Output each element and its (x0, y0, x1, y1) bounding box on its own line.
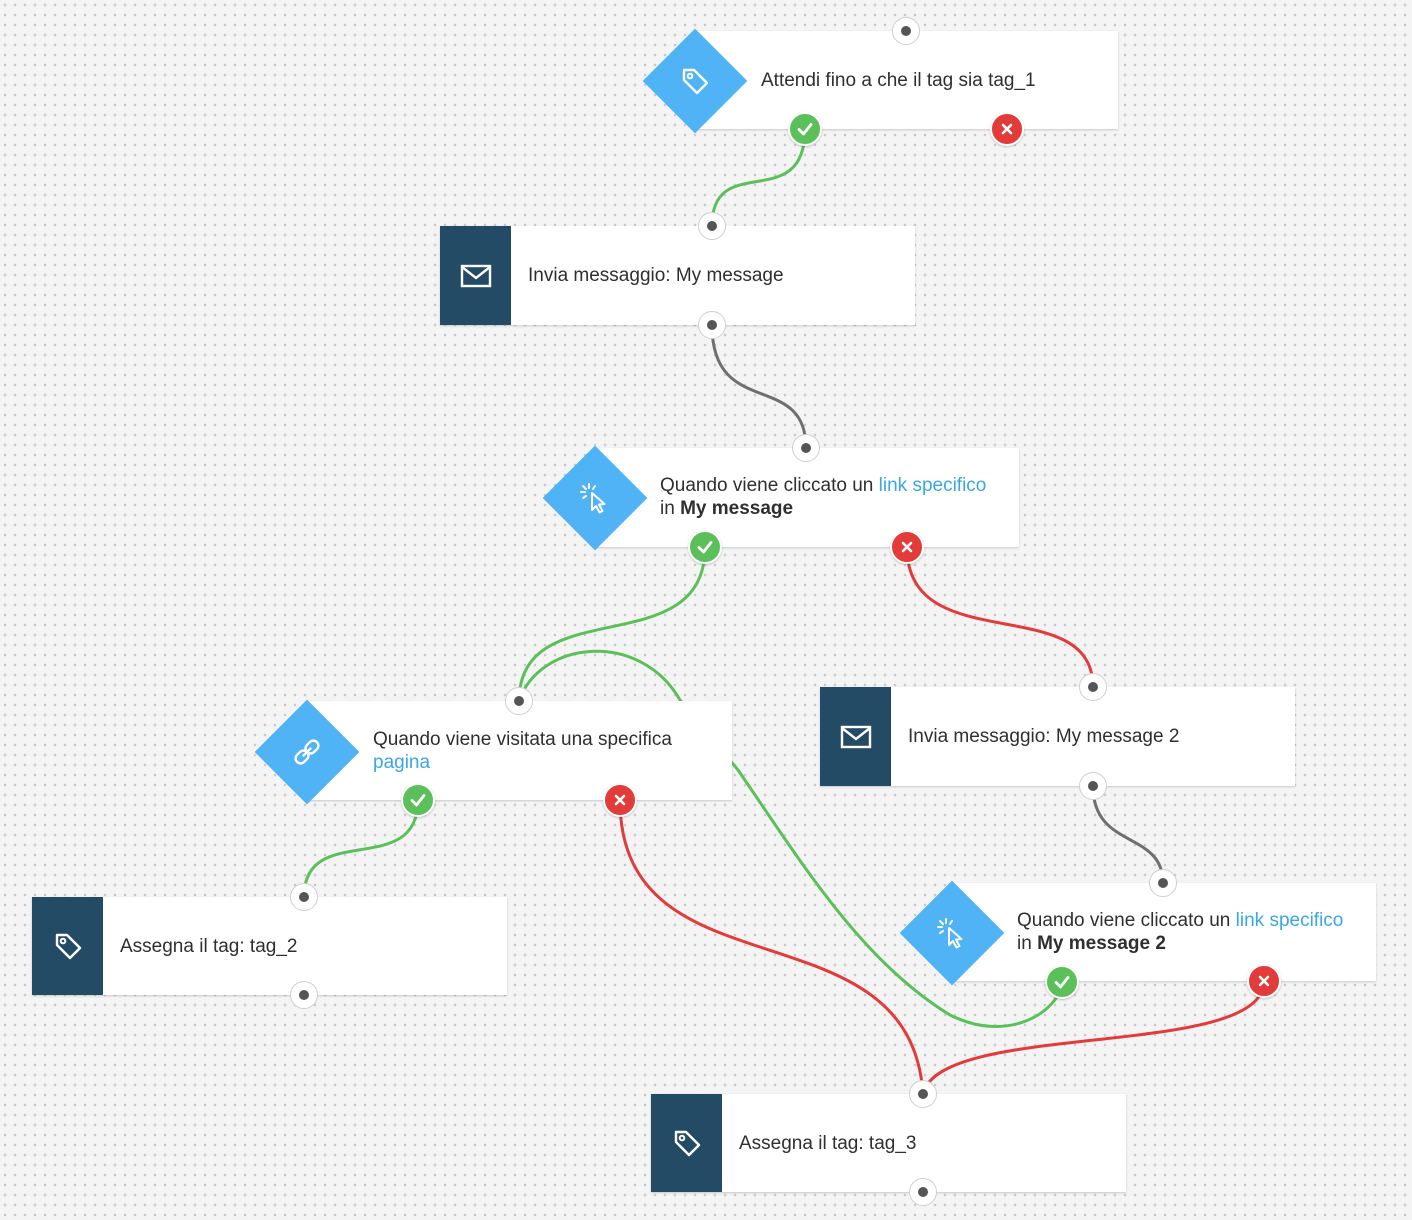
close-icon (901, 541, 913, 553)
visit-condition-prefix: Quando viene visitata una specifica (373, 729, 672, 750)
send-message-2-node[interactable]: Invia messaggio: My message 2 (820, 687, 1295, 786)
close-icon (614, 794, 626, 806)
connector-wait-yes-to-message-1[interactable] (710, 128, 807, 227)
send-message-1-output-port[interactable] (698, 311, 726, 339)
connector-visit-no-to-tag-3[interactable] (618, 799, 925, 1095)
connector-click-1-yes-to-visit[interactable] (517, 546, 707, 702)
click-condition-1-node[interactable]: Quando viene cliccato un link specifico … (596, 448, 1019, 547)
tag-icon (55, 933, 81, 960)
click-condition-1-no-badge[interactable] (890, 530, 924, 564)
check-icon (697, 541, 713, 554)
send-message-2-output-port[interactable] (1079, 772, 1107, 800)
wait-tag-input-port[interactable] (892, 17, 920, 45)
connector-click-1-no-to-message-2[interactable] (905, 546, 1095, 688)
click-condition-1-yes-badge[interactable] (688, 530, 722, 564)
click-condition-2-input-port[interactable] (1149, 869, 1177, 897)
click-condition-2-text: Quando viene cliccato un link specifico … (1017, 909, 1372, 955)
send-message-2-icon-block (820, 687, 891, 786)
click-condition-2-yes-badge[interactable] (1045, 965, 1079, 999)
assign-tag-2-node[interactable]: Assegna il tag: tag_2 (32, 897, 507, 995)
cursor-click-icon (900, 881, 1004, 985)
click-condition-1-text: Quando viene cliccato un link specifico … (660, 474, 1010, 520)
click-condition-1-input-port[interactable] (792, 434, 820, 462)
click-condition-2-in-label: in (1017, 933, 1032, 954)
connector-message-2-to-click-2[interactable] (1091, 785, 1165, 884)
send-message-2-input-port[interactable] (1079, 673, 1107, 701)
send-message-1-node[interactable]: Invia messaggio: My message (440, 226, 915, 325)
assign-tag-2-output-port[interactable] (290, 981, 318, 1009)
click-condition-1-link[interactable]: link specifico (878, 475, 987, 496)
click-condition-2-prefix: Quando viene cliccato un (1017, 910, 1231, 931)
connector-visit-yes-to-tag-2[interactable] (302, 799, 420, 898)
click-condition-1-prefix: Quando viene cliccato un (660, 475, 874, 496)
visit-condition-no-badge[interactable] (603, 783, 637, 817)
envelope-icon (460, 264, 491, 287)
send-message-2-text: Invia messaggio: My message 2 (908, 726, 1180, 747)
visit-condition-yes-badge[interactable] (401, 783, 435, 817)
click-condition-2-no-badge[interactable] (1247, 964, 1281, 998)
check-icon (1054, 976, 1070, 989)
check-icon (410, 794, 426, 807)
assign-tag-3-text: Assegna il tag: tag_3 (739, 1133, 917, 1154)
click-condition-2-link[interactable]: link specifico (1235, 910, 1344, 931)
assign-tag-3-output-port[interactable] (909, 1178, 937, 1206)
wait-tag-text: Attendi fino a che il tag sia tag_1 (761, 70, 1036, 91)
visit-condition-link[interactable]: pagina (373, 752, 431, 773)
click-condition-1-message-name: My message (680, 498, 794, 519)
assign-tag-2-text: Assegna il tag: tag_2 (120, 936, 298, 957)
tag-icon (643, 29, 747, 133)
send-message-1-input-port[interactable] (698, 212, 726, 240)
tag-icon (674, 1130, 700, 1157)
assign-tag-3-input-port[interactable] (909, 1080, 937, 1108)
assign-tag-3-icon-block (651, 1094, 722, 1192)
visit-condition-input-port[interactable] (505, 687, 533, 715)
visit-condition-text: Quando viene visitata una specifica pagi… (373, 728, 723, 774)
send-message-1-text: Invia messaggio: My message (528, 265, 784, 286)
visit-condition-node[interactable]: Quando viene visitata una specifica pagi… (308, 701, 732, 800)
click-condition-2-message-name: My message 2 (1037, 933, 1166, 954)
send-message-1-icon-block (440, 226, 511, 325)
assign-tag-2-input-port[interactable] (290, 883, 318, 911)
wait-tag-node[interactable]: Attendi fino a che il tag sia tag_1 (695, 31, 1118, 129)
cursor-click-icon (543, 446, 647, 550)
check-icon (797, 123, 813, 136)
wait-tag-yes-badge[interactable] (788, 112, 822, 146)
assign-tag-3-node[interactable]: Assegna il tag: tag_3 (651, 1094, 1126, 1192)
link-chain-icon (255, 700, 359, 804)
wait-tag-no-badge[interactable] (990, 112, 1024, 146)
click-condition-2-node[interactable]: Quando viene cliccato un link specifico … (953, 883, 1376, 981)
connector-message-1-to-click-1[interactable] (710, 324, 808, 449)
connector-click-2-no-to-tag-3[interactable] (921, 980, 1266, 1095)
close-icon (1258, 975, 1270, 987)
close-icon (1001, 123, 1013, 135)
assign-tag-2-icon-block (32, 897, 103, 995)
envelope-icon (840, 725, 871, 748)
click-condition-1-in-label: in (660, 498, 675, 519)
